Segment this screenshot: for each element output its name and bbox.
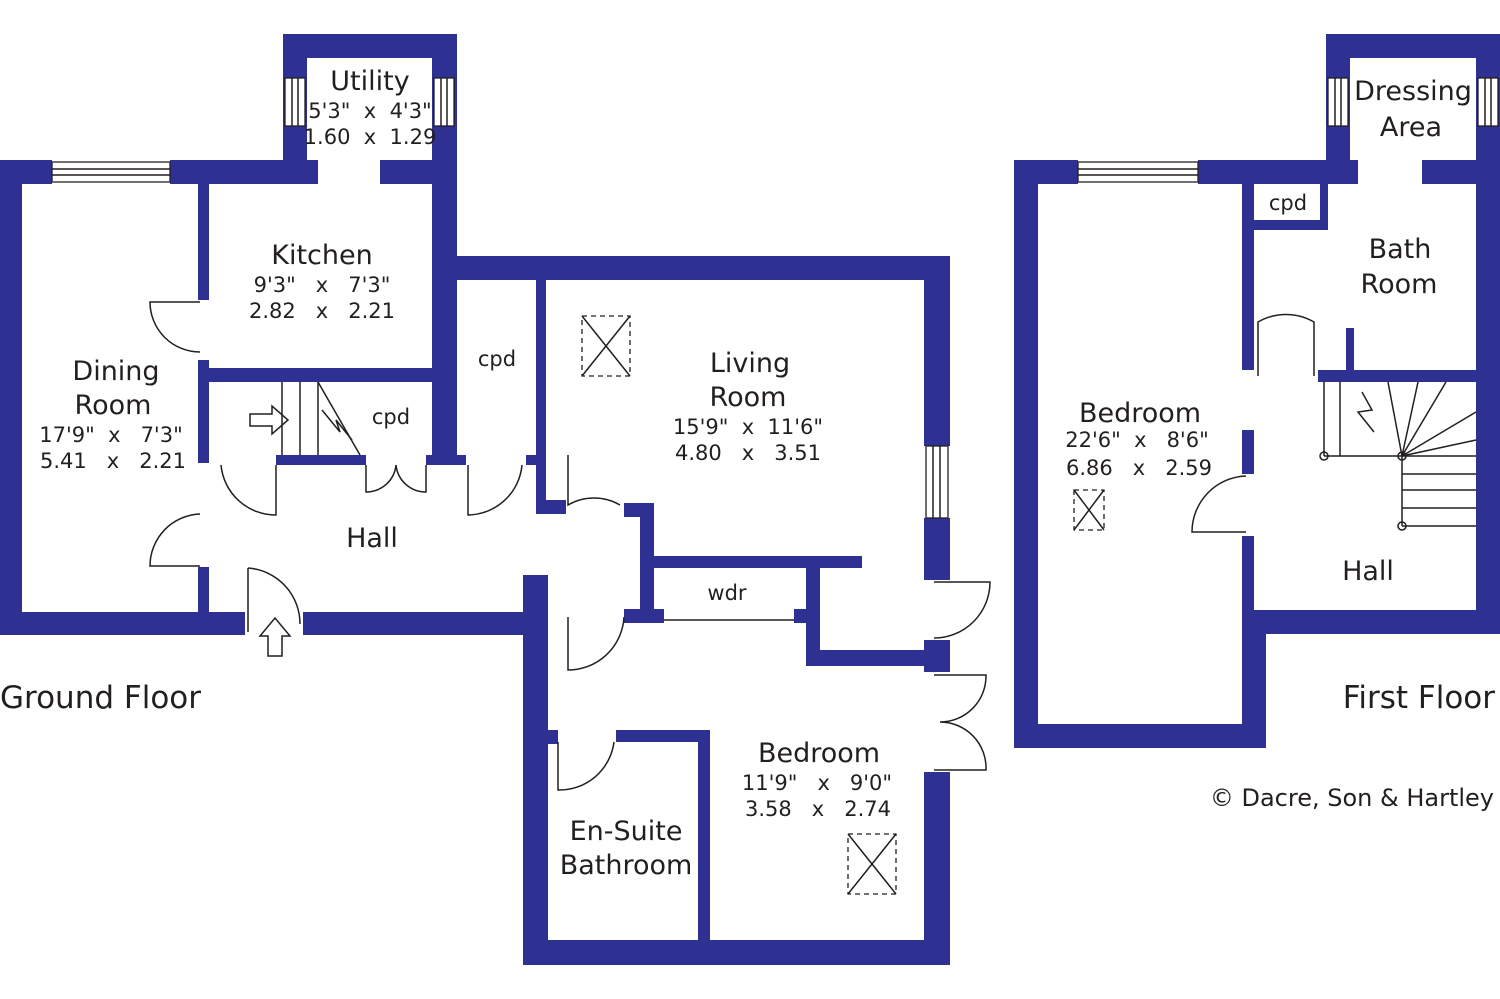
first-bedroom-dims-imperial: 22'6" x 8'6" <box>1065 428 1208 452</box>
dressing-name-line2: Area <box>1380 112 1442 143</box>
hall-cupboard-name: cpd <box>478 347 516 371</box>
utility-dims-metric: 1.60 x 1.29 <box>304 125 437 149</box>
ensuite-name-line2: Bathroom <box>560 850 693 881</box>
stair-cupboard-name: cpd <box>372 405 410 429</box>
first-bedroom-name: Bedroom <box>1079 398 1201 429</box>
first-bedroom-dims-metric: 6.86 x 2.59 <box>1066 456 1212 480</box>
kitchen-name: Kitchen <box>271 240 372 271</box>
utility-dims-imperial: 5'3" x 4'3" <box>308 99 431 123</box>
ground-floor-stairs <box>281 381 361 456</box>
first-hall-name: Hall <box>1342 556 1394 587</box>
skylight-icon <box>1073 489 1105 531</box>
dining-name-line1: Dining <box>72 356 159 387</box>
living-name-line1: Living <box>710 348 790 379</box>
kitchen-dims-metric: 2.82 x 2.21 <box>249 299 395 323</box>
ground-floor-walls <box>0 34 950 965</box>
bath-name-line1: Bath <box>1369 234 1432 265</box>
living-dims-metric: 4.80 x 3.51 <box>675 441 821 465</box>
living-dims-imperial: 15'9" x 11'6" <box>673 415 823 439</box>
utility-name: Utility <box>330 66 409 97</box>
first-floor-windows <box>1077 77 1499 183</box>
dining-dims-metric: 5.41 x 2.21 <box>40 449 186 473</box>
bath-name-line2: Room <box>1361 269 1438 300</box>
ground-floor-doors <box>149 301 991 791</box>
first-floor-label: First Floor <box>1343 680 1495 716</box>
skylight-icon <box>581 315 631 377</box>
dining-name-line2: Room <box>75 390 152 421</box>
ground-hall-name: Hall <box>346 523 398 554</box>
ground-bedroom-dims-metric: 3.58 x 2.74 <box>745 797 891 821</box>
ground-floor-windows <box>51 77 949 519</box>
ensuite-name-line1: En-Suite <box>570 816 683 847</box>
living-name-line2: Room <box>710 382 787 413</box>
dressing-name-line1: Dressing <box>1354 76 1472 107</box>
first-floor-doors <box>1191 313 1315 533</box>
wardrobe-name: wdr <box>707 581 747 605</box>
entrance-arrow-icon <box>258 616 292 657</box>
kitchen-dims-imperial: 9'3" x 7'3" <box>254 273 391 297</box>
ground-bedroom-name: Bedroom <box>758 738 880 769</box>
skylight-icon <box>847 833 897 895</box>
stair-arrow-icon <box>249 404 290 436</box>
ground-bedroom-dims-imperial: 11'9" x 9'0" <box>742 771 892 795</box>
copyright-notice: © Dacre, Son & Hartley <box>1210 784 1494 812</box>
first-floor-stairs <box>1319 381 1477 531</box>
ground-floor-label: Ground Floor <box>0 680 201 716</box>
dining-dims-imperial: 17'9" x 7'3" <box>39 423 182 447</box>
first-floor-cupboard-name: cpd <box>1269 191 1307 215</box>
